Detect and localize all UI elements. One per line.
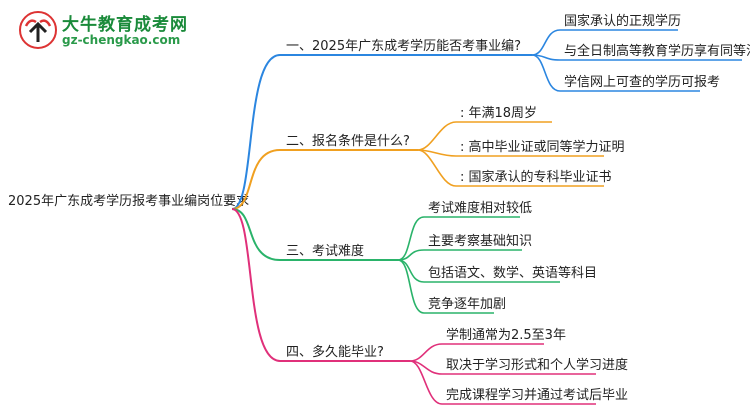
leaf-label: 完成课程学习并通过考试后毕业 — [446, 387, 628, 403]
leaf-connector — [531, 54, 561, 92]
leaf-connector — [417, 121, 457, 151]
leaf-connector — [397, 259, 425, 314]
logo-url: gz-chengkao.com — [62, 33, 181, 47]
branch-connector — [231, 54, 281, 210]
branch-label: 四、多久能毕业? — [286, 344, 384, 360]
site-logo[interactable]: 大牛教育成考网 gz-chengkao.com — [4, 6, 204, 54]
logo-title: 大牛教育成考网 — [62, 15, 188, 35]
leaf-label: 竞争逐年加剧 — [428, 296, 506, 312]
leaf-label: 学信网上可查的学历可报考 — [564, 74, 720, 90]
branch-connector — [231, 208, 281, 362]
leaf-connector — [417, 149, 457, 187]
leaf-label: : 年满18周岁 — [460, 106, 537, 121]
leaf-label: 考试难度相对较低 — [428, 200, 532, 216]
leaf-label: 学制通常为2.5至3年 — [446, 327, 566, 343]
leaf-label: 包括语文、数学、英语等科目 — [428, 265, 597, 281]
branch-label: 二、报名条件是什么? — [286, 133, 410, 149]
bull-logo-icon — [19, 11, 57, 49]
root-node-label: 2025年广东成考学历报考事业编岗位要求 — [8, 193, 249, 209]
branch-label: 三、考试难度 — [286, 243, 364, 259]
leaf-connector — [409, 360, 443, 405]
leaf-connector — [397, 259, 425, 283]
leaf-connector — [409, 343, 443, 362]
leaf-label: 主要考察基础知识 — [428, 233, 532, 249]
leaf-connector — [397, 216, 425, 261]
leaf-label: : 高中毕业证或同等学力证明 — [460, 139, 625, 155]
leaf-label: 国家承认的正规学历 — [564, 13, 681, 29]
leaf-label: 与全日制高等教育学历享有同等法律效力 — [564, 43, 750, 59]
leaf-label: 取决于学习形式和个人学习进度 — [446, 357, 628, 373]
branch-label: 一、2025年广东成考学历能否考事业编? — [286, 38, 521, 54]
branch-connector — [231, 149, 281, 210]
branch-connector — [231, 208, 281, 261]
leaf-label: : 国家承认的专科毕业证书 — [460, 169, 612, 185]
leaf-connector — [531, 29, 561, 56]
